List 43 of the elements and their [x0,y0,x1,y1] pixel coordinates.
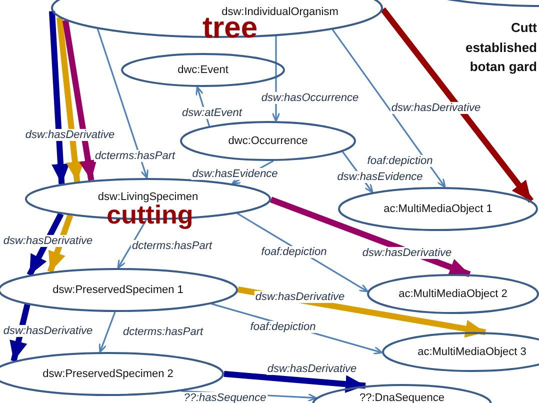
edge-label: dcterms:hasPart [94,150,176,162]
thick-arrow [26,212,64,276]
node-label: dwc:Event [178,64,228,76]
thick-arrow [270,196,471,278]
edge-label: dsw:hasDerivative [24,128,116,142]
edge-label: foaf:depiction [260,246,328,258]
edge-label: dsw:hasDerivative [266,362,358,376]
thick-arrow [56,17,84,182]
edge-label: dsw:hasDerivative [2,234,94,248]
thick-arrow [380,7,534,203]
arrow [117,220,147,269]
edge-label: dsw:hasOccurrence [260,92,360,104]
arrow [272,36,280,122]
node-label: ac:MultiMediaObject 3 [418,346,526,358]
arrow [332,29,446,188]
edge-label: ??:hasSequence [182,392,268,403]
arrow [98,312,116,353]
thick-arrow [224,370,366,394]
node-label: dwc:Occurrence [228,134,308,148]
thick-arrow [47,214,74,273]
edge-label: dcterms:hasPart [130,240,214,252]
edge-label: dsw:hasEvidence [191,168,279,180]
edge-label: dsw:hasDerivative [361,246,453,260]
node-label: ac:MultiMediaObject 1 [384,202,492,216]
node-label: dsw:LivingSpecimen [98,190,198,204]
node-label: ac:MultiMediaObject 2 [398,288,508,300]
edge-label: dcterms:hasPart [122,326,204,338]
thick-arrow [62,20,97,181]
edge-label: dsw:hasDerivative [2,324,94,338]
edge-label: foaf:depiction [366,154,434,168]
thick-arrow [10,304,30,362]
edge-label: dsw:atEvent [181,106,243,120]
arrow [96,28,149,179]
node-label: dsw:PreservedSpecimen 1 [52,284,184,296]
note-text: Cutt established botan gard [464,19,537,76]
thick-arrow [48,11,70,184]
edge-label: dsw:hasEvidence [336,170,424,184]
edge-label: dsw:hasDerivative [254,290,346,304]
node-label: dsw:IndividualOrganism [222,6,338,18]
node-label: dsw:PreservedSpecimen 2 [42,368,174,380]
edge-label: foaf:depiction [249,320,317,334]
edge-label: dsw:hasDerivative [390,102,482,114]
node-label: ??:DnaSequence [360,392,444,403]
